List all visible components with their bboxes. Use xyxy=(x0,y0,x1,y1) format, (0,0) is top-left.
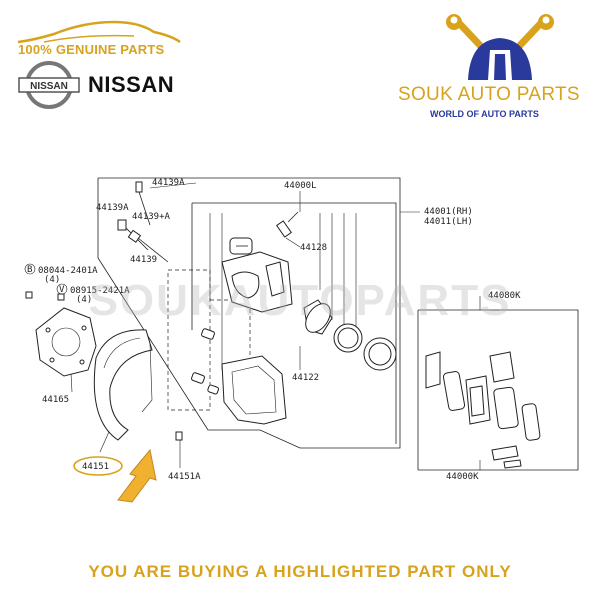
marker-b-text: B xyxy=(27,265,32,275)
caliper-assembly-outline xyxy=(97,177,401,449)
dust-shield-part xyxy=(93,329,183,441)
label-44139-plus-a: 44139+A xyxy=(132,212,171,222)
backing-plate-part xyxy=(25,291,97,377)
caliper-body-part xyxy=(221,237,293,313)
brake-pads-group xyxy=(425,351,541,469)
highlight-ring xyxy=(73,456,123,476)
label-08044: 08044-2401A xyxy=(38,266,98,276)
caliper-subassembly-outline xyxy=(192,202,397,444)
watermark-text: SOUKAUTOPARTS xyxy=(88,276,512,325)
label-44001-rh: 44001(RH) xyxy=(424,207,473,217)
bleeder-screw-part xyxy=(276,211,299,238)
nissan-logo-icon: NISSAN xyxy=(18,61,80,109)
genuine-parts-text: 100% GENUINE PARTS xyxy=(18,42,165,57)
seller-name: SOUK AUTO PARTS xyxy=(398,84,580,105)
guide-pin-dashed-box xyxy=(167,269,211,411)
label-44139a-left: 44139A xyxy=(96,203,129,213)
marker-b-circle xyxy=(24,263,36,275)
car-silhouette-icon xyxy=(17,20,181,44)
marker-v-text: V xyxy=(59,285,65,295)
label-44000l: 44000L xyxy=(284,181,317,191)
footer-notice: YOU ARE BUYING A HIGHLIGHTED PART ONLY xyxy=(88,562,512,581)
caliper-bracket-part xyxy=(221,355,287,425)
label-44151a: 44151A xyxy=(168,472,201,482)
nissan-logo-text: NISSAN xyxy=(30,81,68,92)
highlight-arrow-icon xyxy=(117,448,157,503)
caliper-bolt-top xyxy=(135,181,151,226)
label-44139a-top: 44139A xyxy=(152,178,185,188)
label-44122: 44122 xyxy=(292,373,319,383)
label-44151: 44151 xyxy=(82,462,109,472)
label-08915: 08915-2421A xyxy=(70,286,130,296)
label-44080k: 44080K xyxy=(488,291,521,301)
label-08915-qty: (4) xyxy=(76,295,92,305)
label-44011-lh: 44011(LH) xyxy=(424,217,473,227)
marker-v-circle xyxy=(56,283,68,295)
pin-boot-parts xyxy=(191,328,220,395)
piston-part xyxy=(303,299,333,335)
wrench-logo-icon xyxy=(446,14,554,80)
label-44165: 44165 xyxy=(42,395,69,405)
guide-pin-part xyxy=(127,229,169,263)
label-08044-qty: (4) xyxy=(44,275,60,285)
label-44139: 44139 xyxy=(130,255,157,265)
seller-tagline: WORLD OF AUTO PARTS xyxy=(430,109,539,119)
label-44000k: 44000K xyxy=(446,472,479,482)
pad-kit-outline xyxy=(418,309,579,471)
brand-name: NISSAN xyxy=(88,72,175,97)
label-44128: 44128 xyxy=(300,243,327,253)
